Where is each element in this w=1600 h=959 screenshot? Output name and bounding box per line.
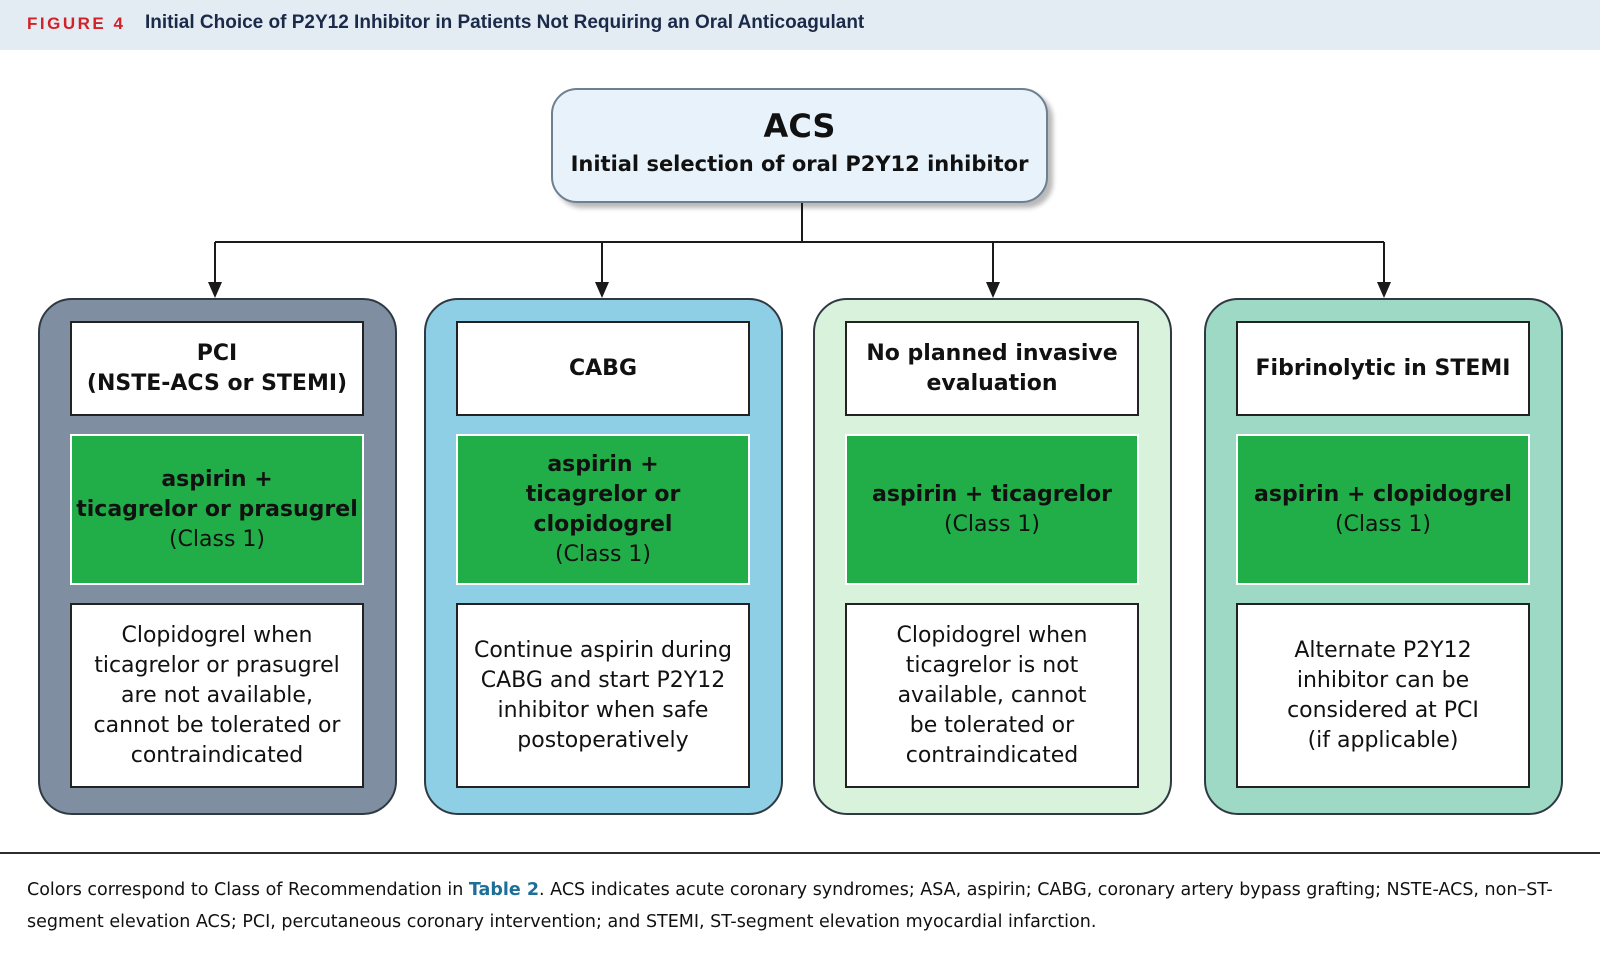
caption-lead: Colors correspond to Class of Recommenda… [27,880,469,900]
table-2-link[interactable]: Table 2 [468,880,540,900]
note-box-cabg: Continue aspirin during CABG and start P… [456,603,750,788]
column-no-invasive: No planned invasive evaluation aspirin +… [813,298,1172,815]
heading-line: PCI [196,340,238,366]
note-line: inhibitor when safe [497,697,709,723]
note-line: ticagrelor or prasugrel [94,652,340,678]
class-label: (Class 1) [168,526,266,552]
note-line: CABG and start P2Y12 [480,667,726,693]
note-line: available, cannot [897,682,1087,708]
figure-header: FIGURE 4 Initial Choice of P2Y12 Inhibit… [0,0,1600,50]
class-label: (Class 1) [554,541,652,567]
column-cabg: CABG aspirin + ticagrelor or clopidogrel… [424,298,783,815]
column-pci: PCI (NSTE-ACS or STEMI) aspirin + ticagr… [38,298,397,815]
note-line: are not available, [121,682,313,708]
note-line: considered at PCI [1287,697,1479,723]
caption-divider [0,852,1600,854]
note-line: contraindicated [905,742,1079,768]
note-line: (if applicable) [1307,727,1459,753]
therapy-line: ticagrelor or prasugrel [76,496,358,522]
column-fibrinolytic: Fibrinolytic in STEMI aspirin + clopidog… [1204,298,1563,815]
therapy-box-pci: aspirin + ticagrelor or prasugrel (Class… [70,434,364,585]
arrowhead-no-invasive [986,282,1000,298]
arrowhead-pci [208,282,222,298]
class-label: (Class 1) [1334,511,1432,537]
arrowhead-cabg [595,282,609,298]
note-line: postoperatively [517,727,689,753]
therapy-line: aspirin + [161,466,273,492]
root-node-acs: ACS Initial selection of oral P2Y12 inhi… [551,88,1048,203]
therapy-line: aspirin + ticagrelor [871,481,1112,507]
heading-line: No planned invasive [866,340,1118,366]
therapy-box-no-invasive: aspirin + ticagrelor (Class 1) [845,434,1139,585]
column-heading-fibrinolytic: Fibrinolytic in STEMI [1236,321,1530,416]
note-box-pci: Clopidogrel when ticagrelor or prasugrel… [70,603,364,788]
heading-line: (NSTE-ACS or STEMI) [86,370,348,396]
heading-line: CABG [569,355,637,381]
figure-label: FIGURE 4 [27,14,126,33]
note-line: Alternate P2Y12 [1294,637,1472,663]
note-line: ticagrelor is not [905,652,1079,678]
note-line: Clopidogrel when [121,622,313,648]
therapy-box-fibrinolytic: aspirin + clopidogrel (Class 1) [1236,434,1530,585]
therapy-line: aspirin + clopidogrel [1254,481,1512,507]
column-heading-no-invasive: No planned invasive evaluation [845,321,1139,416]
therapy-line: ticagrelor or clopidogrel [525,481,681,537]
therapy-line: aspirin + [547,451,659,477]
column-heading-pci: PCI (NSTE-ACS or STEMI) [70,321,364,416]
note-line: contraindicated [130,742,304,768]
note-box-no-invasive: Clopidogrel when ticagrelor is not avail… [845,603,1139,788]
therapy-box-cabg: aspirin + ticagrelor or clopidogrel (Cla… [456,434,750,585]
figure-title: Initial Choice of P2Y12 Inhibitor in Pat… [145,12,865,33]
root-title: ACS [763,107,836,145]
class-label: (Class 1) [943,511,1041,537]
note-line: inhibitor can be [1296,667,1470,693]
figure-caption: Colors correspond to Class of Recommenda… [27,874,1577,938]
caption-text: . ACS indicates acute coronary syndromes… [27,880,1553,932]
root-subtitle: Initial selection of oral P2Y12 inhibito… [570,152,1029,176]
arrowhead-fibrinolytic [1377,282,1391,298]
note-line: be tolerated or [909,712,1075,738]
heading-line: evaluation [926,370,1058,396]
column-heading-cabg: CABG [456,321,750,416]
note-line: Continue aspirin during [473,637,732,663]
note-line: cannot be tolerated or [93,712,341,738]
note-box-fibrinolytic: Alternate P2Y12 inhibitor can be conside… [1236,603,1530,788]
note-line: Clopidogrel when [896,622,1088,648]
heading-line: Fibrinolytic in STEMI [1255,355,1511,381]
